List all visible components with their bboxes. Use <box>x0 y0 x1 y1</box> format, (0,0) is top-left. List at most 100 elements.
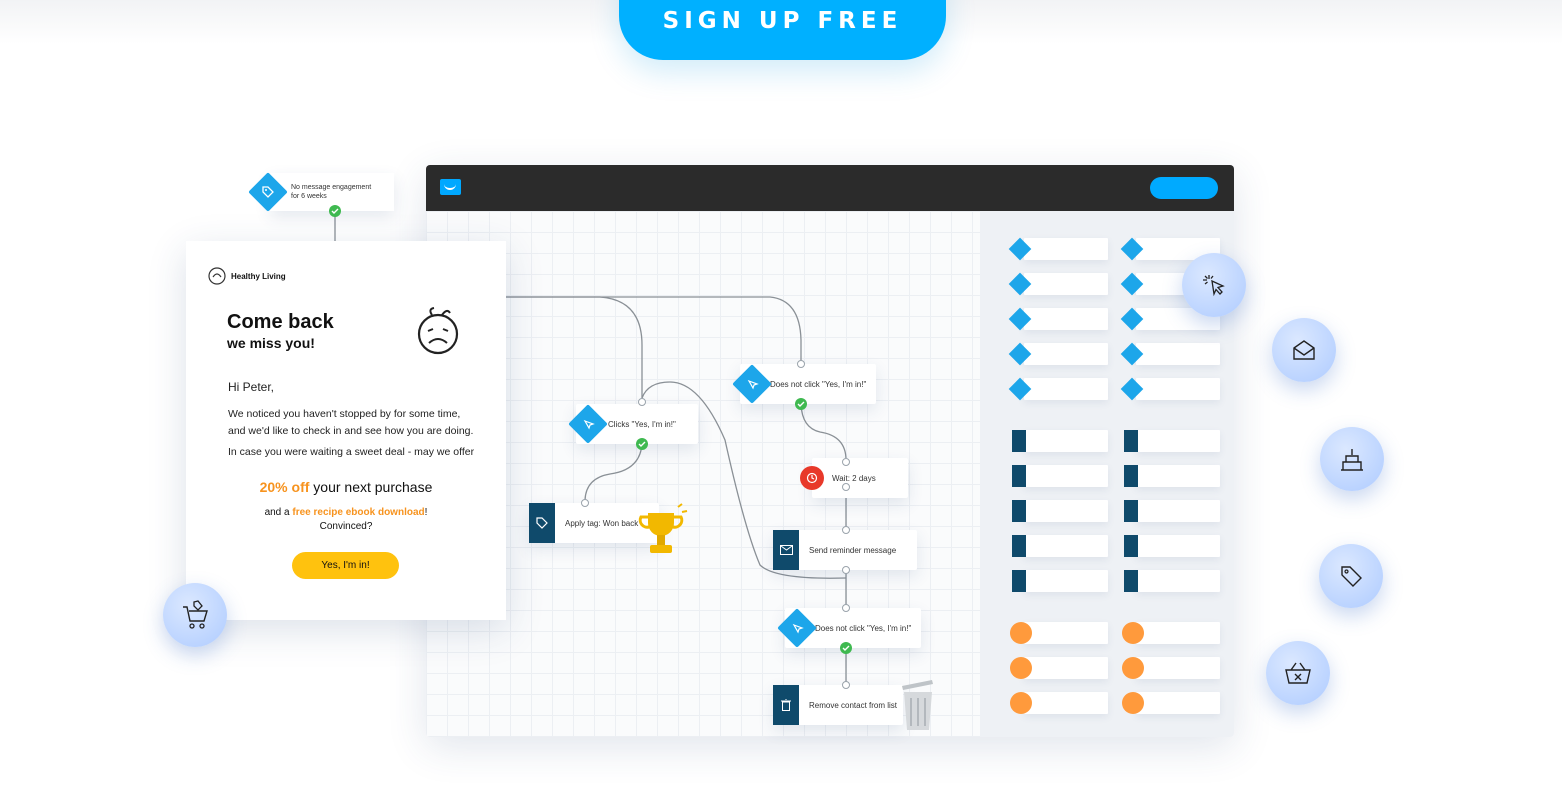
email-body-line-1: We noticed you haven't stopped by for so… <box>228 408 461 420</box>
extra-suffix: ! <box>424 507 428 518</box>
trigger-line-2: for 6 weeks <box>291 193 327 200</box>
panel-item[interactable] <box>1120 377 1220 401</box>
node-label: Does not click "Yes, I'm in!" <box>770 379 867 389</box>
click-icon <box>568 404 608 444</box>
panel-item[interactable] <box>1008 272 1108 296</box>
panel-item[interactable] <box>1120 342 1220 366</box>
connector-dot <box>842 566 850 574</box>
panel-item[interactable] <box>1124 430 1220 452</box>
condition-does-not-click-2[interactable]: Does not click "Yes, I'm in!" <box>777 608 921 648</box>
cursor-click-icon[interactable] <box>1182 253 1246 317</box>
panel-item[interactable] <box>1012 535 1108 557</box>
condition-diamond-icon <box>1120 237 1144 261</box>
trophy-icon <box>638 503 688 553</box>
connector-dot <box>842 526 850 534</box>
birthday-cake-icon[interactable] <box>1320 427 1384 491</box>
trigger-no-engagement[interactable]: No message engagement for 6 weeks <box>248 172 394 212</box>
condition-diamond-icon <box>1008 377 1032 401</box>
panel-item[interactable] <box>1010 657 1108 679</box>
condition-diamond-icon <box>1120 342 1144 366</box>
trash-can-icon <box>902 680 933 730</box>
action-block-icon <box>1012 430 1026 452</box>
condition-diamond-icon <box>1120 272 1144 296</box>
panel-item[interactable] <box>1122 657 1220 679</box>
action-block-icon <box>1012 535 1026 557</box>
connector-dot <box>842 604 850 612</box>
panel-item[interactable] <box>1124 535 1220 557</box>
panel-item[interactable] <box>1008 307 1108 331</box>
action-remove-contact[interactable]: Remove contact from list <box>773 685 903 725</box>
email-body-line-2: and we'd like to check in and see how yo… <box>228 425 474 437</box>
panel-item[interactable] <box>1124 570 1220 592</box>
panel-item[interactable] <box>1012 465 1108 487</box>
trigger-line-1: No message engagement <box>291 184 372 191</box>
yes-im-in-button[interactable]: Yes, I'm in! <box>292 552 399 579</box>
action-block-icon <box>1012 465 1026 487</box>
node-label: Wait: 2 days <box>832 473 876 483</box>
connector-dot <box>638 398 646 406</box>
action-block-icon <box>1124 570 1138 592</box>
clock-icon <box>800 466 824 490</box>
check-icon <box>329 205 341 217</box>
node-label: Remove contact from list <box>809 700 898 710</box>
panel-item[interactable] <box>1008 377 1108 401</box>
sign-up-free-button[interactable]: SIGN UP FREE <box>619 0 946 60</box>
ebook-link[interactable]: free recipe ebook download <box>292 507 425 518</box>
panel-item[interactable] <box>1120 237 1220 261</box>
email-extra: and a free recipe ebook download! <box>186 507 506 518</box>
abandoned-basket-icon[interactable] <box>1266 641 1330 705</box>
node-label: Apply tag: Won back <box>565 518 639 528</box>
panel-item[interactable] <box>1010 622 1108 644</box>
connector-dot <box>797 360 805 368</box>
offer-highlight: 20% off <box>259 479 310 495</box>
shopping-cart-icon[interactable] <box>163 583 227 647</box>
wait-2-days[interactable]: Wait: 2 days <box>800 458 908 498</box>
tag-icon <box>529 503 555 543</box>
action-block-icon <box>1124 500 1138 522</box>
condition-clicks-yes[interactable]: Clicks "Yes, I'm in!" <box>568 404 698 444</box>
filter-circle-icon <box>1010 692 1032 714</box>
action-apply-tag[interactable]: Apply tag: Won back <box>529 503 659 543</box>
check-icon <box>795 398 807 410</box>
email-convinced: Convinced? <box>319 521 373 532</box>
app-header-bar <box>426 165 1234 211</box>
panel-item[interactable] <box>1012 430 1108 452</box>
condition-does-not-click-1[interactable]: Does not click "Yes, I'm in!" <box>732 364 876 404</box>
connector-dot <box>581 499 589 507</box>
panel-item[interactable] <box>1124 500 1220 522</box>
email-offer: 20% off your next purchase <box>186 479 506 495</box>
panel-item[interactable] <box>1012 500 1108 522</box>
panel-item[interactable] <box>1012 570 1108 592</box>
node-label: Send reminder message <box>809 545 897 555</box>
price-tag-icon[interactable] <box>1319 544 1383 608</box>
email-body-line-3: In case you were waiting a sweet deal - … <box>228 446 475 458</box>
panel-item[interactable] <box>1122 692 1220 714</box>
filter-circle-icon <box>1010 657 1032 679</box>
brand-logo-icon <box>208 267 226 285</box>
condition-diamond-icon <box>1008 342 1032 366</box>
email-preview-card: Healthy Living Come back we miss you! Hi… <box>186 241 506 620</box>
node-label: Clicks "Yes, I'm in!" <box>608 419 676 429</box>
automation-editor-window <box>426 165 1234 737</box>
panel-item[interactable] <box>1010 692 1108 714</box>
email-subheadline: we miss you! <box>227 335 315 351</box>
check-icon <box>840 642 852 654</box>
action-send-reminder[interactable]: Send reminder message <box>773 530 917 570</box>
click-icon <box>777 608 817 648</box>
header-action-button[interactable] <box>1150 177 1218 199</box>
sad-face-icon <box>417 307 459 355</box>
panel-item[interactable] <box>1008 237 1108 261</box>
action-block-icon <box>1124 465 1138 487</box>
panel-item[interactable] <box>1122 622 1220 644</box>
email-brand: Healthy Living <box>208 267 286 285</box>
connector-dot <box>842 483 850 491</box>
envelope-icon <box>773 530 799 570</box>
panel-item[interactable] <box>1124 465 1220 487</box>
tag-icon <box>248 172 288 212</box>
filter-circle-icon <box>1010 622 1032 644</box>
open-envelope-icon[interactable] <box>1272 318 1336 382</box>
email-greeting: Hi Peter, <box>228 380 275 394</box>
condition-diamond-icon <box>1120 307 1144 331</box>
connector-dot <box>842 681 850 689</box>
panel-item[interactable] <box>1008 342 1108 366</box>
